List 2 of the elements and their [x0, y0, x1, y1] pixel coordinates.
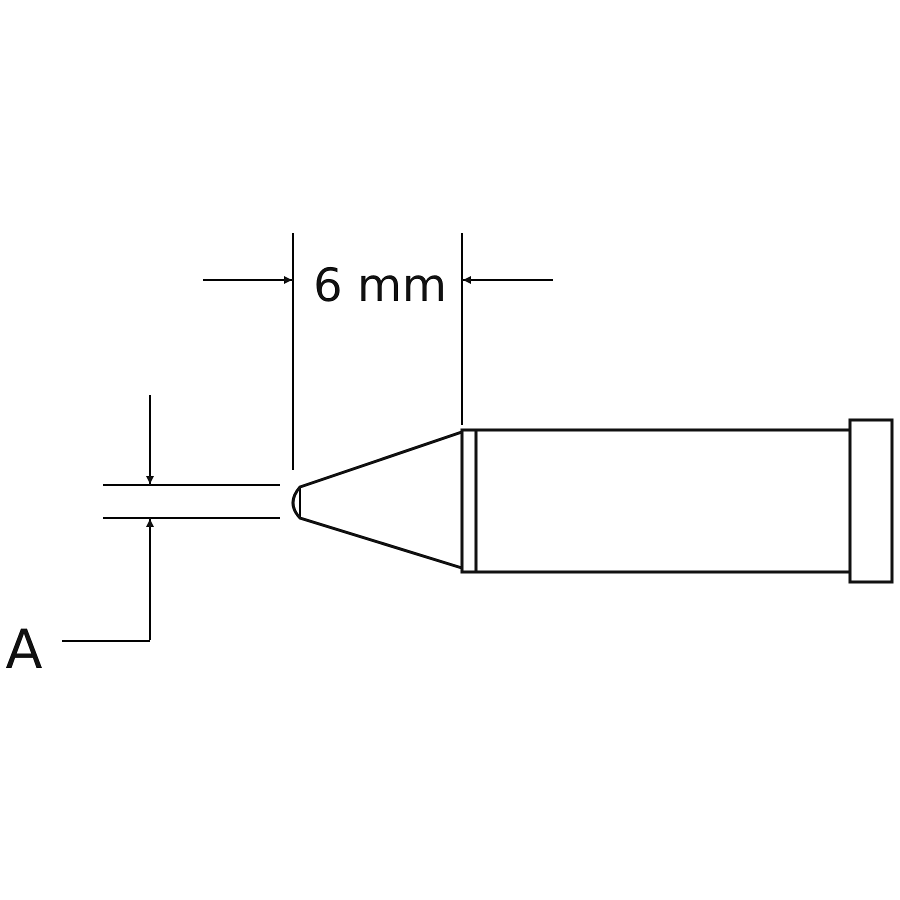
dimension-letter: A	[6, 623, 42, 677]
dimension-label: 6 mm	[313, 262, 447, 308]
